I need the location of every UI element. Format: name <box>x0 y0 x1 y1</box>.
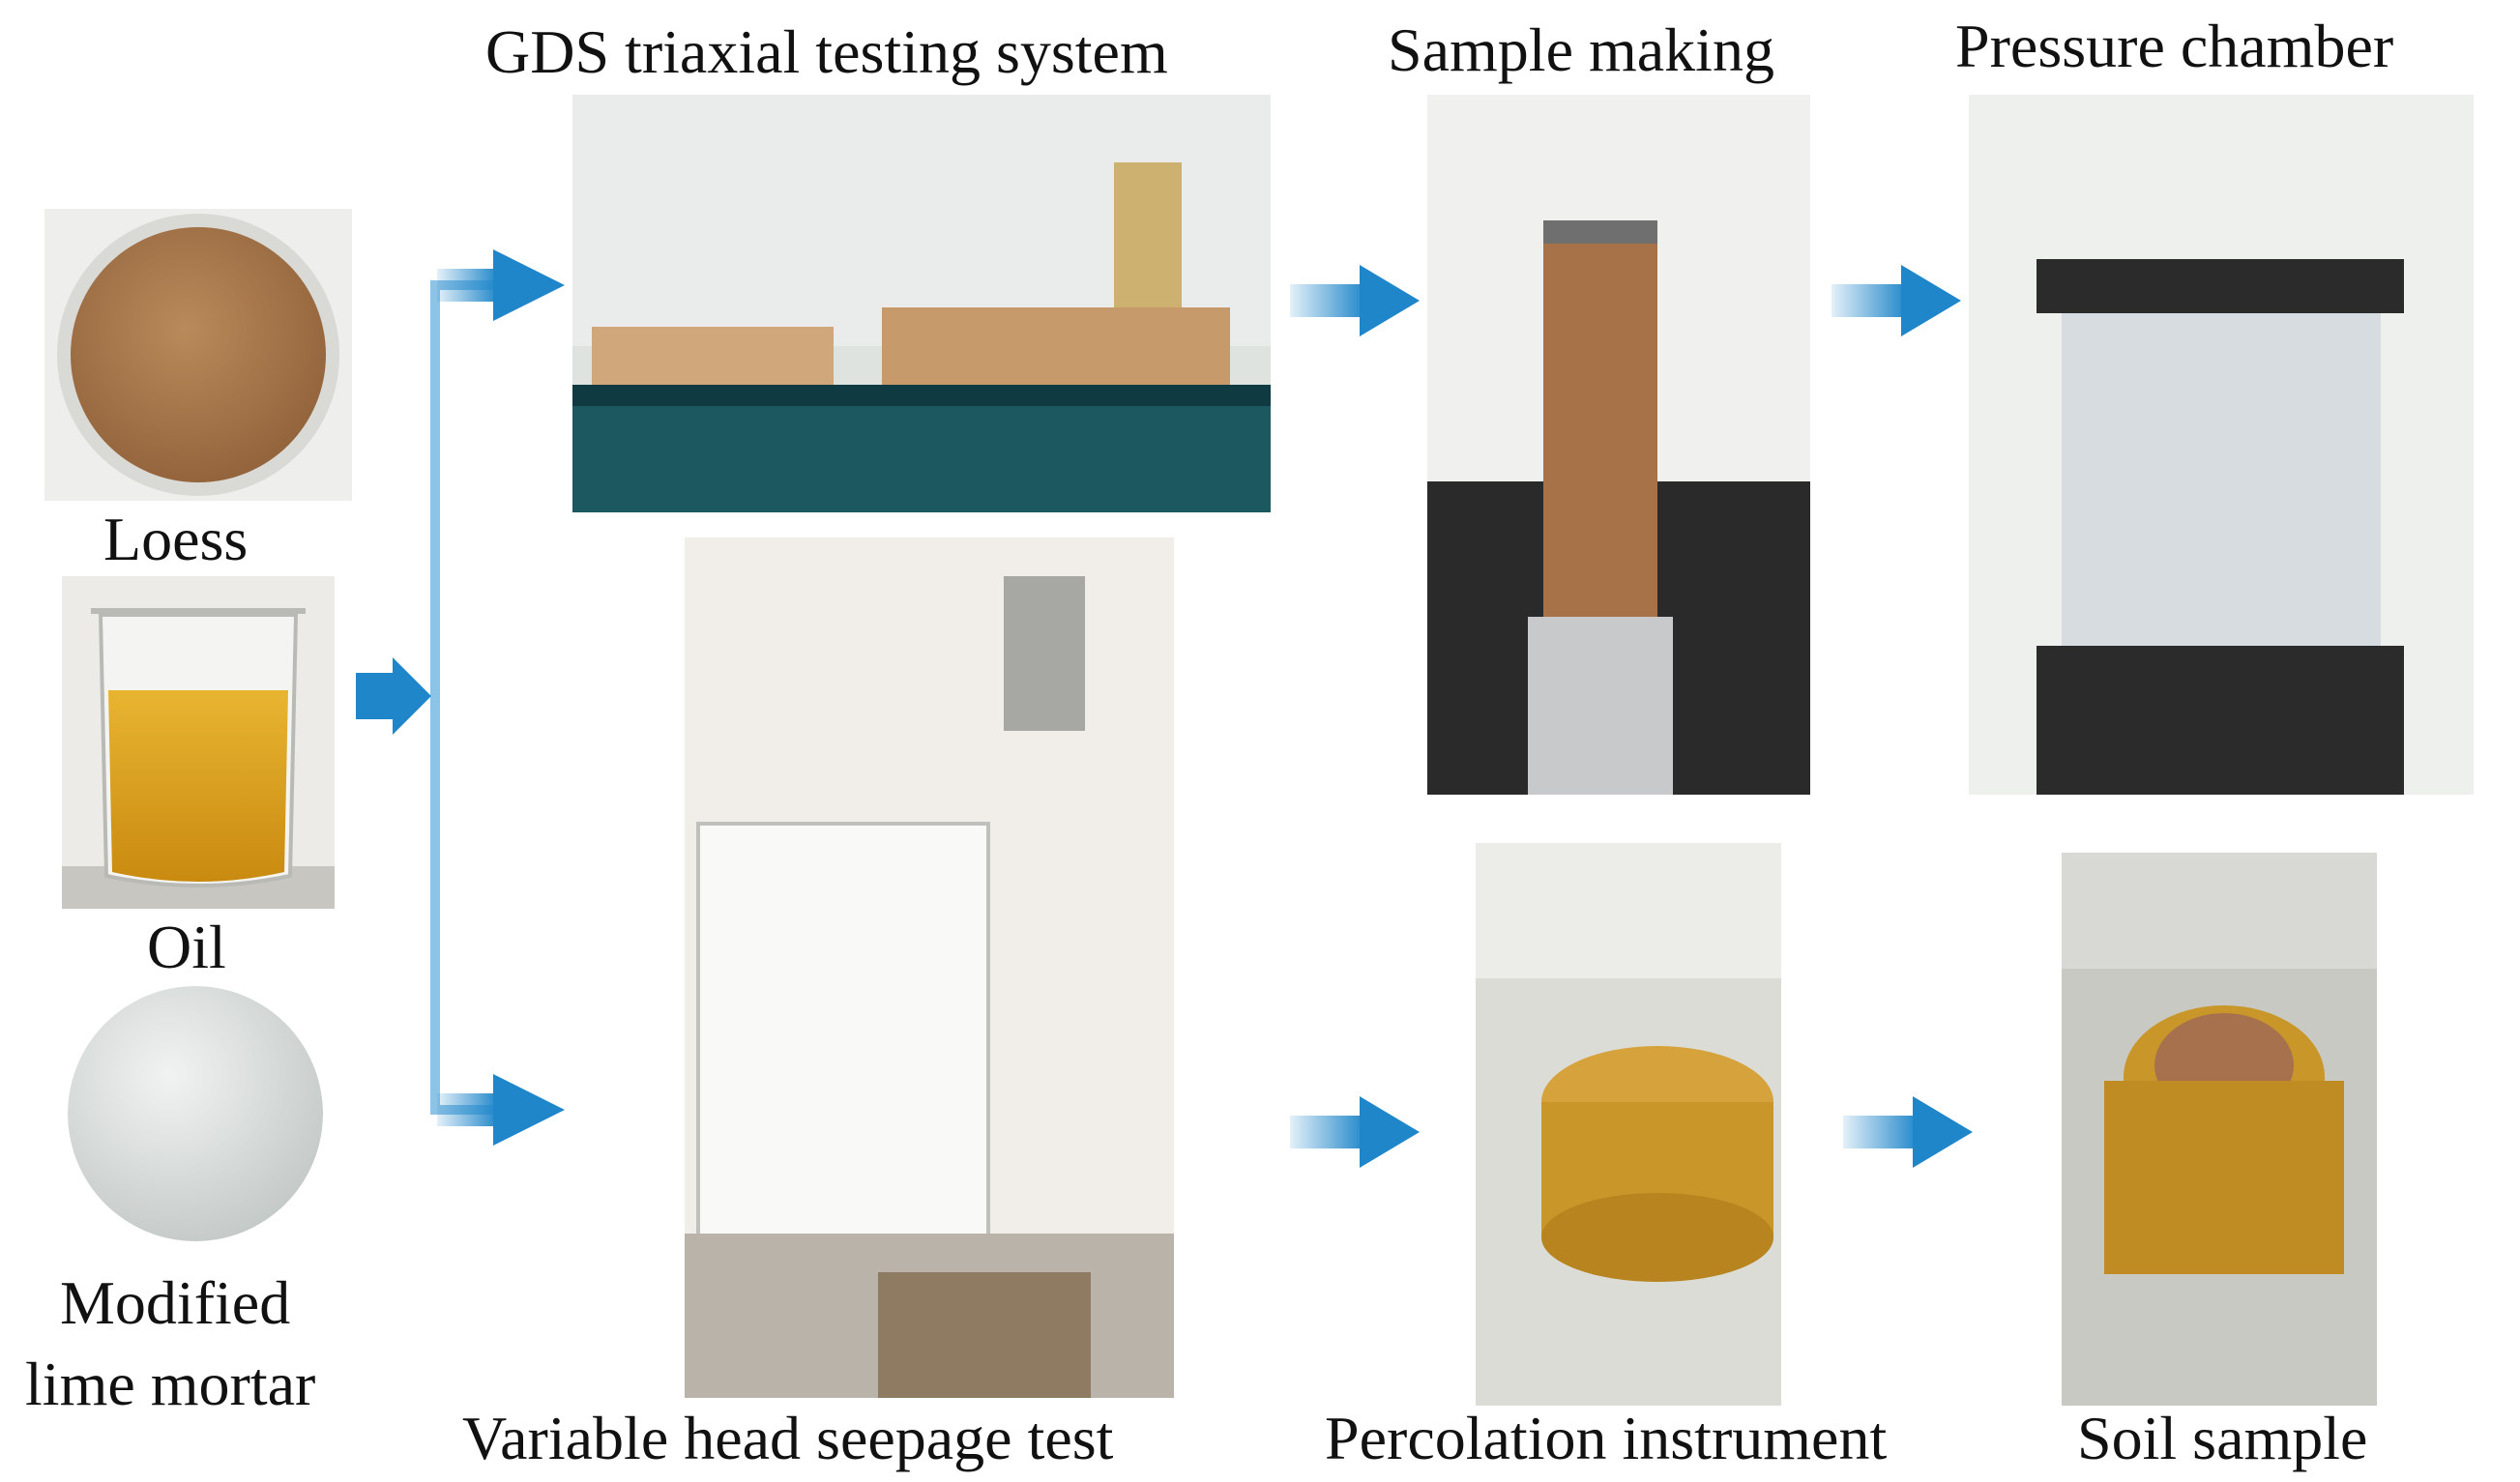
arrow-materials <box>356 657 431 735</box>
arrow-to-sample-making <box>1290 265 1420 336</box>
percolation-instrument-photo <box>1476 843 1781 1406</box>
label-mortar-line1: Modified <box>60 1268 291 1337</box>
arrow-to-gds <box>437 249 565 321</box>
bracket-connector <box>430 280 503 1115</box>
label-loess: Loess <box>103 505 249 573</box>
arrow-to-soil-sample <box>1843 1096 1973 1168</box>
oil-beaker-photo <box>62 576 335 909</box>
soil-sample-photo <box>2062 853 2377 1406</box>
label-percolation: Percolation instrument <box>1325 1404 1888 1472</box>
label-pressure-chamber: Pressure chamber <box>1955 12 2394 80</box>
gds-triaxial-photo <box>572 95 1271 512</box>
label-sample-making: Sample making <box>1388 15 1774 84</box>
label-soil-sample: Soil sample <box>2077 1404 2368 1472</box>
arrow-to-seepage <box>437 1074 565 1146</box>
arrow-to-pressure-chamber <box>1831 265 1961 336</box>
sample-making-photo <box>1427 95 1810 795</box>
label-mortar-line2: lime mortar <box>25 1350 316 1418</box>
label-seepage-test: Variable head seepage test <box>462 1404 1114 1472</box>
lime-mortar-photo <box>68 986 323 1241</box>
seepage-test-photo <box>685 538 1174 1398</box>
pressure-chamber-photo <box>1969 95 2474 795</box>
arrow-to-percolation <box>1290 1096 1420 1168</box>
loess-photo <box>44 209 352 501</box>
label-oil: Oil <box>147 913 226 981</box>
label-gds-triaxial: GDS triaxial testing system <box>485 17 1168 86</box>
